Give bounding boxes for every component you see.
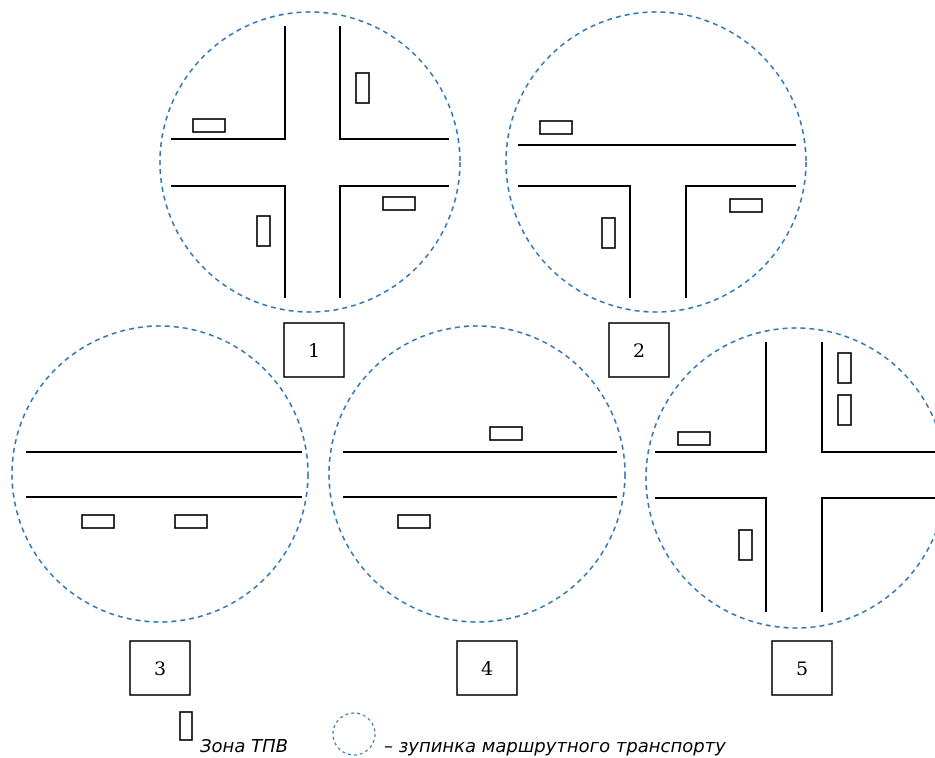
scene-number-box-4 bbox=[456, 640, 518, 696]
zone-rect bbox=[397, 514, 431, 529]
road-lines-5 bbox=[655, 342, 935, 612]
zone-rect bbox=[837, 352, 852, 384]
legend: Зона ТПВ – зупинка маршрутного транспорт… bbox=[179, 711, 726, 757]
scene-number-2: 2 bbox=[633, 340, 645, 362]
scene-number-box-2 bbox=[608, 322, 670, 378]
scene-2: 2 bbox=[505, 11, 807, 378]
road-lines-2 bbox=[518, 144, 796, 298]
scene-1: 1 bbox=[159, 11, 461, 378]
zone-rect bbox=[539, 120, 573, 135]
scene-number-1: 1 bbox=[308, 340, 320, 362]
zone-rect bbox=[174, 514, 208, 529]
scene-number-3: 3 bbox=[154, 658, 166, 680]
zone-rect bbox=[256, 215, 271, 247]
scene-number-box-3 bbox=[129, 640, 191, 696]
stop-circle-5 bbox=[645, 327, 935, 629]
stop-circle-2 bbox=[505, 11, 807, 313]
zone-rect bbox=[489, 426, 523, 441]
zone-rect bbox=[729, 198, 763, 213]
legend-stop-icon bbox=[332, 712, 376, 756]
road-lines-1 bbox=[171, 26, 449, 298]
scene-number-4: 4 bbox=[481, 658, 493, 680]
scene-number-box-5 bbox=[771, 640, 833, 696]
stop-circle-4 bbox=[328, 325, 626, 623]
scene-3: 3 bbox=[11, 325, 309, 696]
scene-4: 4 bbox=[328, 325, 626, 696]
zone-rect bbox=[355, 72, 370, 104]
legend-stop-label: – зупинка маршрутного транспорту bbox=[384, 736, 726, 757]
zone-rect bbox=[192, 118, 226, 133]
legend-zone-icon bbox=[179, 711, 193, 741]
stop-circle-3 bbox=[11, 325, 309, 623]
zone-rect bbox=[837, 394, 852, 426]
zone-rect bbox=[601, 217, 616, 249]
zone-rect bbox=[738, 529, 753, 561]
scene-5: 5 bbox=[645, 327, 935, 696]
stop-circle-1 bbox=[159, 11, 461, 313]
zone-rect bbox=[81, 514, 115, 529]
scene-number-5: 5 bbox=[796, 658, 808, 680]
legend-zone-label: Зона ТПВ bbox=[200, 736, 288, 757]
road-lines-4 bbox=[343, 451, 617, 498]
zone-rect bbox=[382, 196, 416, 211]
scene-number-box-1 bbox=[283, 322, 345, 378]
road-lines-3 bbox=[26, 451, 302, 498]
zone-rect bbox=[677, 431, 711, 446]
